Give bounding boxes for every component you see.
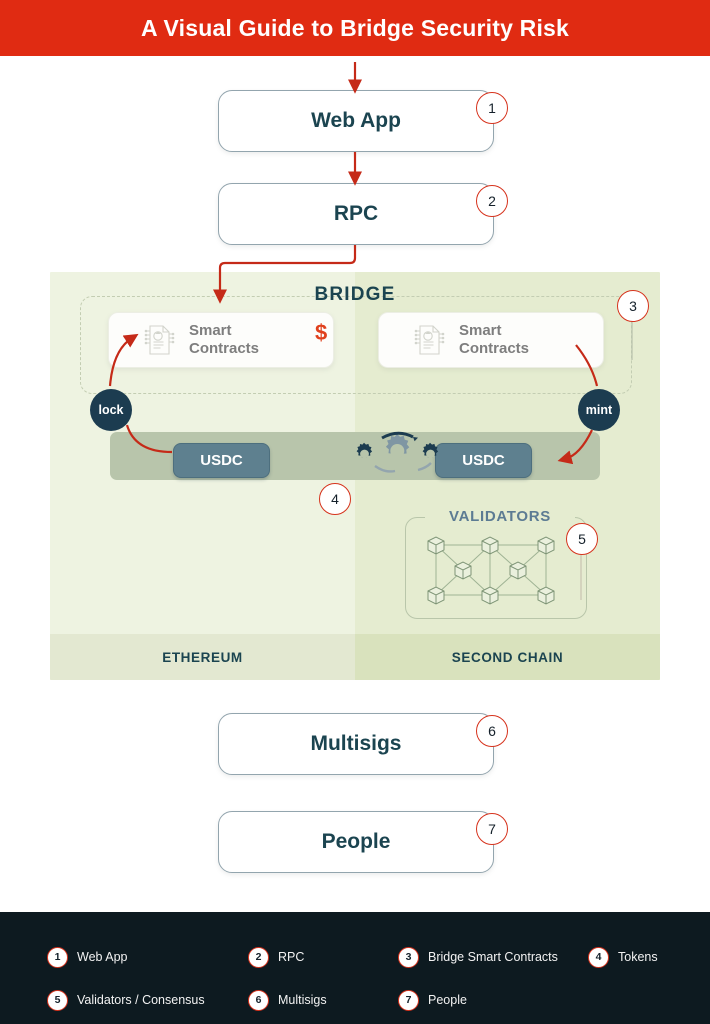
legend-item-multisigs[interactable]: 6 Multisigs	[248, 986, 327, 1014]
step-number-6: 6	[476, 715, 508, 747]
sc-right-line2: Contracts	[459, 340, 530, 357]
legend-label-1: Web App	[77, 950, 128, 964]
legend-label-6: Multisigs	[278, 993, 327, 1007]
bridge-title: BRIDGE	[314, 284, 396, 305]
page-title: A Visual Guide to Bridge Security Risk	[140, 14, 570, 41]
legend-label-7: People	[428, 993, 467, 1007]
legend-label-2: RPC	[278, 950, 305, 964]
legend-item-rpc[interactable]: 2 RPC	[248, 943, 304, 971]
legend-label-3: Bridge Smart Contracts	[428, 950, 558, 964]
node-multisigs-label: Multisigs	[310, 732, 402, 755]
node-people[interactable]: People	[218, 811, 494, 873]
step-number-1: 1	[476, 92, 508, 124]
smart-contracts-card-right[interactable]: Smart Contracts	[378, 312, 604, 368]
legend-number-3: 3	[398, 946, 419, 968]
legend-number-1: 1	[47, 946, 68, 968]
legend-item-people[interactable]: 7 People	[398, 986, 467, 1014]
title-banner: A Visual Guide to Bridge Security Risk	[0, 0, 710, 56]
legend-number-4: 4	[588, 946, 609, 968]
smart-contracts-right-label: Smart Contracts	[459, 322, 529, 357]
smart-contract-icon	[139, 320, 179, 360]
node-rpc[interactable]: RPC	[218, 183, 494, 245]
mint-badge: mint	[578, 389, 620, 431]
smart-contracts-card-left[interactable]: Smart Contracts	[108, 312, 334, 368]
legend-number-2: 2	[248, 946, 269, 968]
token-usdc-left[interactable]: USDC	[173, 443, 270, 478]
node-web-app-label: Web App	[311, 109, 401, 132]
legend-number-5: 5	[47, 989, 68, 1011]
dollar-symbol: $	[315, 320, 328, 345]
legend-row-1: 1 Web App 2 RPC 3 Bridge Smart Contracts…	[0, 943, 710, 971]
legend-label-4: Tokens	[618, 950, 658, 964]
step-number-3: 3	[617, 290, 649, 322]
step-number-5: 5	[566, 523, 598, 555]
legend-item-bridge-smart-contracts[interactable]: 3 Bridge Smart Contracts	[398, 943, 558, 971]
gears-icon	[342, 430, 452, 482]
step-number-4: 4	[319, 483, 351, 515]
node-rpc-label: RPC	[333, 202, 379, 225]
node-people-label: People	[321, 830, 391, 853]
chain-left-footer-band	[50, 634, 355, 680]
token-usdc-right[interactable]: USDC	[435, 443, 532, 478]
validators-title: VALIDATORS	[425, 508, 575, 525]
bridge-panel: BRIDGE	[50, 272, 660, 680]
legend-item-web-app[interactable]: 1 Web App	[47, 943, 128, 971]
sc-right-line1: Smart	[459, 322, 502, 340]
smart-contract-icon	[409, 320, 449, 360]
legend-number-6: 6	[248, 989, 269, 1011]
validator-network-icon	[418, 529, 573, 609]
legend-item-tokens[interactable]: 4 Tokens	[588, 943, 658, 971]
legend-item-validators[interactable]: 5 Validators / Consensus	[47, 986, 205, 1014]
sc-left-line2: Contracts	[189, 340, 260, 357]
chain-right-footer-band	[355, 634, 660, 680]
node-multisigs[interactable]: Multisigs	[218, 713, 494, 775]
chain-left-label: ETHEREUM	[162, 649, 243, 665]
node-web-app[interactable]: Web App	[218, 90, 494, 152]
legend-number-7: 7	[398, 989, 419, 1011]
legend-bar: 1 Web App 2 RPC 3 Bridge Smart Contracts…	[0, 912, 710, 1024]
step-number-2: 2	[476, 185, 508, 217]
chain-right-label: SECOND CHAIN	[451, 649, 564, 665]
legend-label-5: Validators / Consensus	[77, 993, 205, 1007]
lock-badge: lock	[90, 389, 132, 431]
step-number-7: 7	[476, 813, 508, 845]
sc-left-line1: Smart	[189, 322, 232, 340]
legend-row-2: 5 Validators / Consensus 6 Multisigs 7 P…	[0, 986, 710, 1014]
smart-contracts-left-label: Smart Contracts	[189, 322, 259, 357]
